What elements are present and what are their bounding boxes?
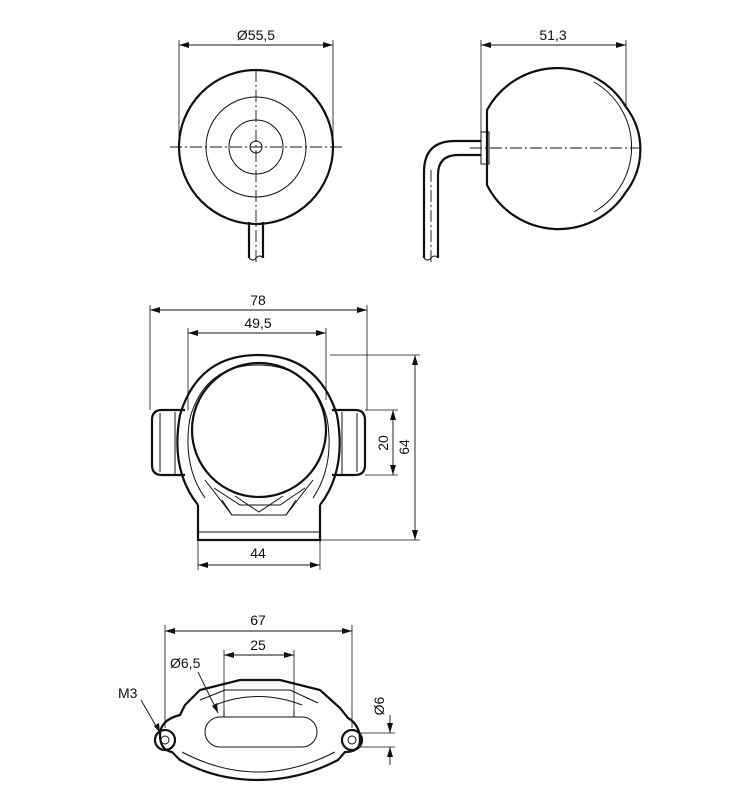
cable-inner <box>436 153 481 258</box>
screw-left-hole <box>160 735 170 745</box>
dim-mid-height: 20 <box>375 435 391 451</box>
sphere-side-lens-edge <box>593 81 633 213</box>
mount-web-3 <box>221 495 297 516</box>
mount-view: 78 49,5 20 64 44 <box>149 292 420 570</box>
bracket-top-edge <box>199 689 319 704</box>
side-view: 51,3 <box>422 27 642 264</box>
boss-right-ribs <box>341 412 358 474</box>
dim-slot-height: Ø6 <box>371 696 387 715</box>
dim-inner-width: 49,5 <box>244 315 271 331</box>
mount-web-2 <box>213 487 306 506</box>
mount-web-1 <box>204 479 314 516</box>
screw-right <box>340 728 364 752</box>
mount-ring-inner <box>187 364 330 499</box>
dim-total-height: 64 <box>396 439 412 455</box>
front-view: Ø55,5 <box>170 27 342 262</box>
bracket-curve-inner <box>181 751 336 773</box>
sphere-side-outline <box>485 67 642 231</box>
mount-slot <box>204 716 318 748</box>
boss-right <box>332 408 367 477</box>
mount-ball <box>190 361 328 499</box>
boss-left-ribs <box>159 412 176 474</box>
mount-base <box>196 505 322 542</box>
cable-break <box>248 255 264 261</box>
mount-ring-outer <box>176 353 341 506</box>
cable-stub <box>247 222 265 258</box>
bracket-arch <box>214 696 303 706</box>
dim-thread: M3 <box>118 685 138 701</box>
dim-bracket-width: 67 <box>250 612 266 628</box>
screw-right-hole <box>347 735 357 745</box>
dim-hole-spacing: 25 <box>250 637 266 653</box>
bracket-view: 67 25 Ø6,5 M3 Ø6 <box>118 612 395 782</box>
dim-base-width: 44 <box>250 545 266 561</box>
boss-left <box>150 408 185 477</box>
bracket-body <box>158 678 362 782</box>
dim-hole-diameter: Ø6,5 <box>170 655 201 671</box>
dim-side-depth: 51,3 <box>539 27 566 43</box>
screw-left <box>153 728 177 752</box>
dim-total-width: 78 <box>250 292 266 308</box>
cable-outer <box>422 139 481 258</box>
dim-front-diameter: Ø55,5 <box>237 27 275 43</box>
